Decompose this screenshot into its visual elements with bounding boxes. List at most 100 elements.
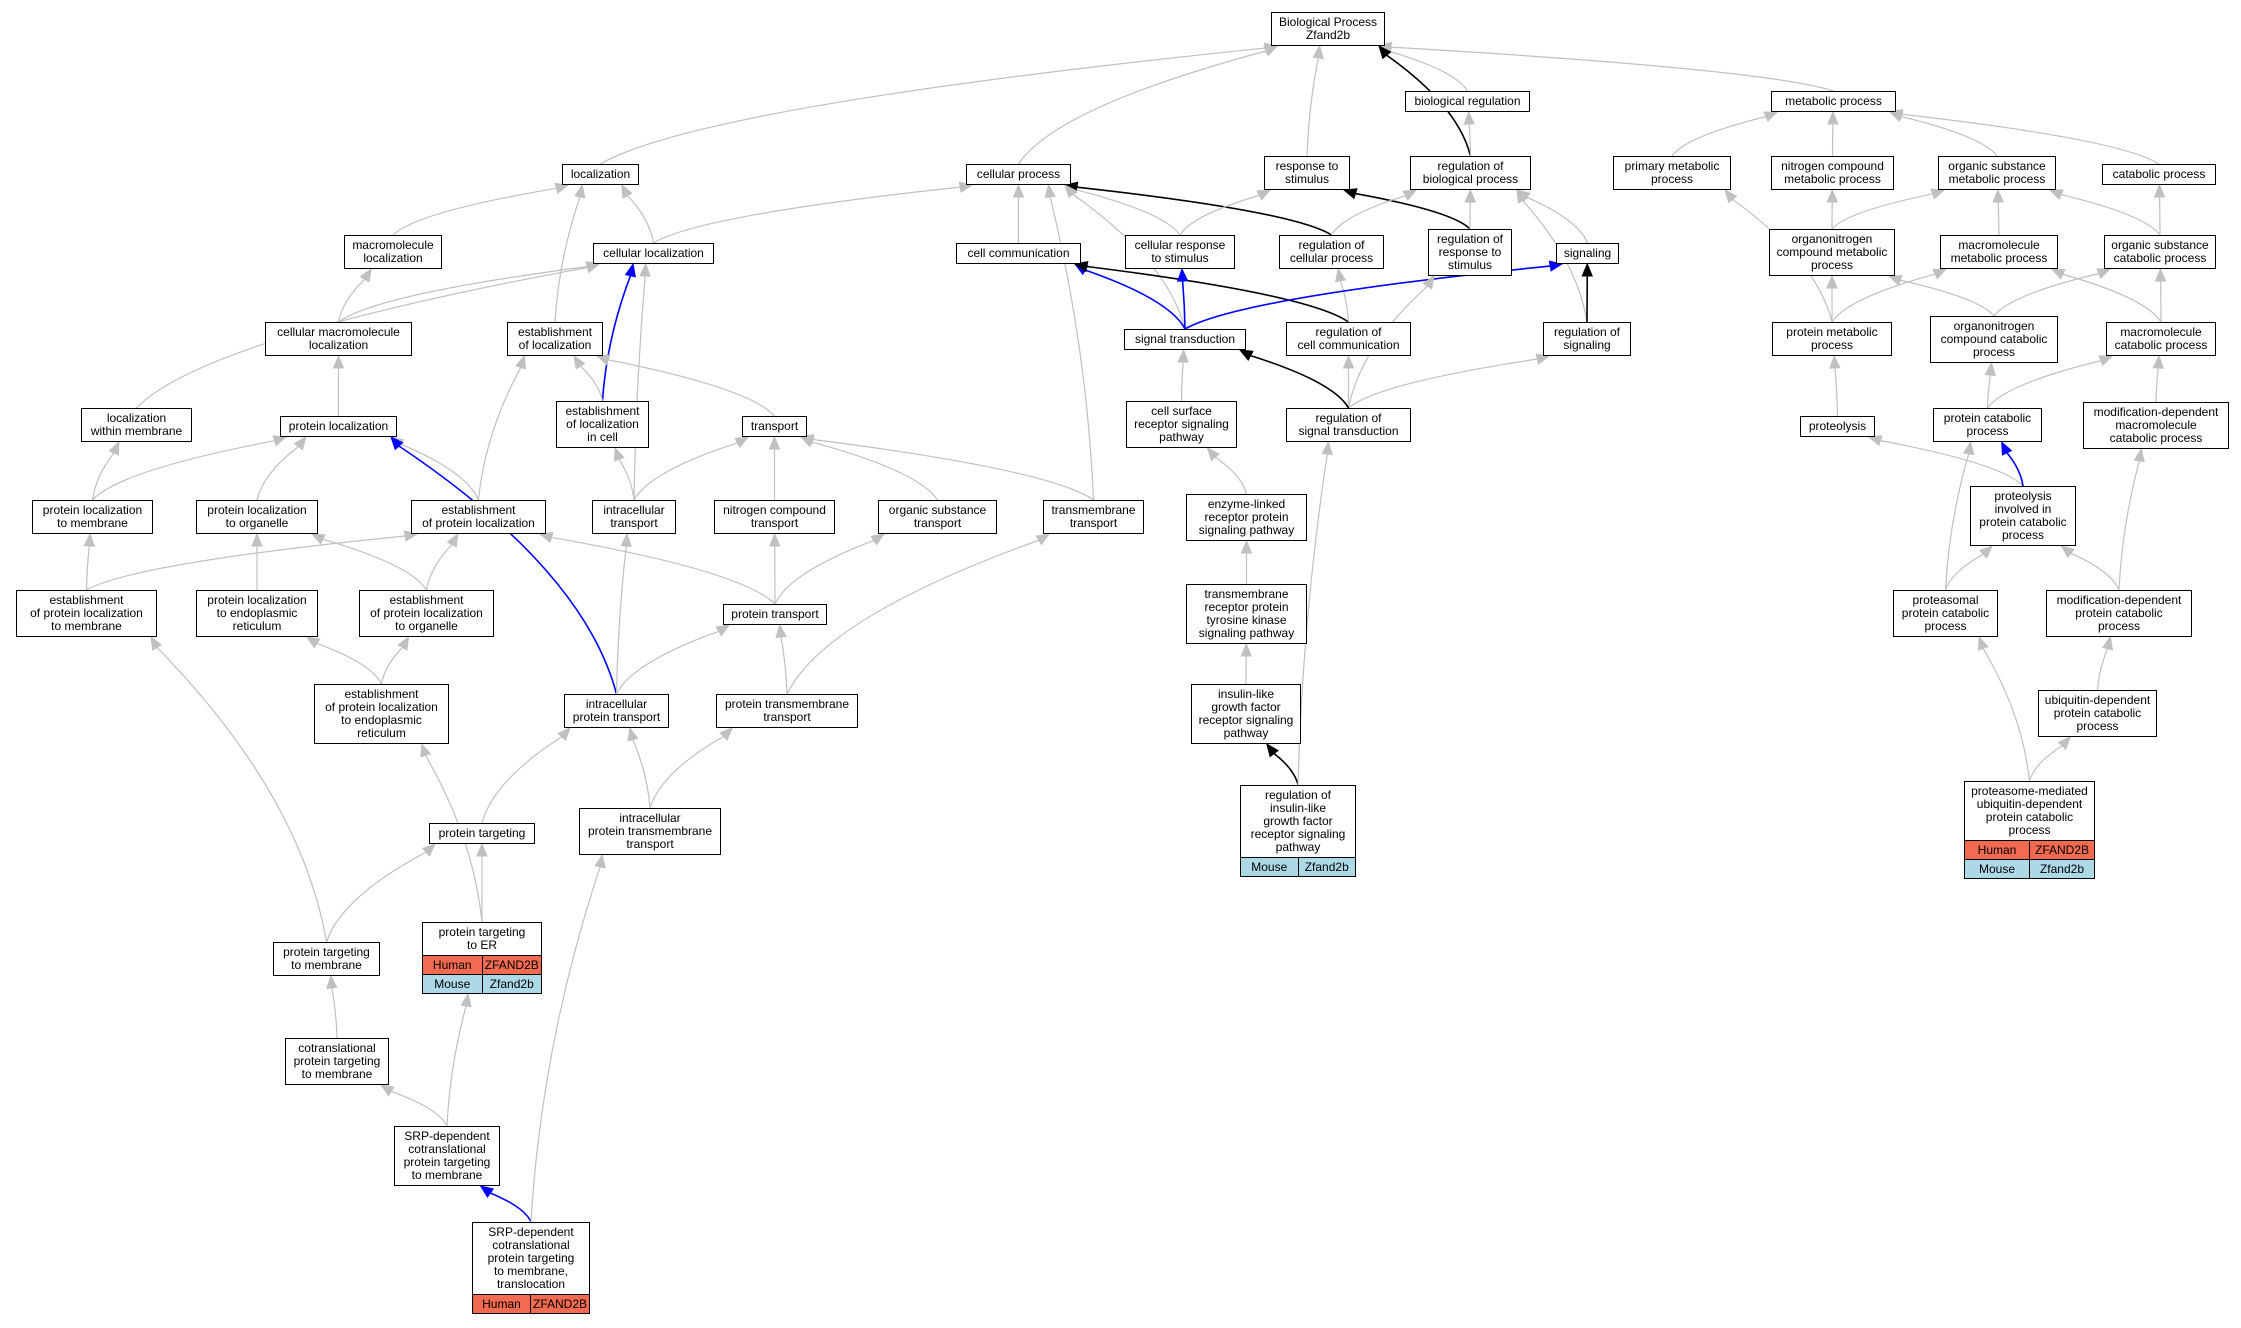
node-protlocmem: protein localization to membrane (32, 500, 153, 534)
node-label: cellular macromolecule localization (277, 325, 400, 352)
node-label: ubiquitin-dependent protein catabolic pr… (2044, 693, 2151, 733)
node-regbio: regulation of biological process (1410, 156, 1531, 190)
edge-intratrans-transport (633, 442, 738, 501)
arrowhead (624, 262, 636, 278)
arrowhead (1312, 44, 1324, 60)
node-label: macromolecule catabolic process (2114, 325, 2208, 352)
edge-regbio-bioreg (1468, 123, 1472, 157)
node-igf: insulin-like growth factor receptor sign… (1191, 684, 1301, 744)
arrowhead (1724, 188, 1738, 204)
node-label: protein targeting to membrane (283, 945, 370, 972)
node-intraprottrans: intracellular protein transport (564, 694, 669, 728)
edge-bioreg-root (1389, 50, 1469, 92)
node-label: primary metabolic process (1624, 159, 1720, 186)
node-loc: localization (562, 164, 639, 185)
node-label: biological regulation (1414, 94, 1521, 108)
edge-estprotloc-estloc (477, 367, 522, 501)
edge-orgsubtrans-transport (811, 441, 939, 501)
edge-prottrans-orgsubtrans (774, 539, 875, 605)
arrowhead (1177, 348, 1189, 363)
node-ubdep: ubiquitin-dependent protein catabolic pr… (2038, 690, 2157, 737)
edge-estlocincell-estloc (580, 365, 604, 402)
node-label: regulation of response to stimulus (1436, 232, 1504, 272)
arrowhead (420, 742, 432, 758)
node-label: proteolysis involved in protein cataboli… (1979, 489, 2067, 542)
edge-prottmtrans-prottrans (780, 636, 788, 695)
edge-macrocat-macromet (2062, 273, 2162, 323)
node-label: regulation of cellular process (1289, 238, 1374, 265)
edge-protlocorg-protloc (256, 446, 299, 501)
node-label: regulation of signaling (1553, 325, 1621, 352)
node-label: SRP-dependent cotranslational protein ta… (403, 1129, 491, 1182)
edge-orgsubcat-orgsubmet (2060, 193, 2161, 236)
arrowhead (1887, 275, 1903, 286)
node-estprotlocorg: establishment of protein localization to… (359, 590, 494, 637)
arrowhead (1867, 435, 1883, 447)
arrowhead (557, 727, 571, 742)
arrowhead (870, 533, 886, 546)
node-label: regulation of insulin-like growth factor… (1250, 788, 1346, 854)
arrowhead (359, 267, 372, 283)
arrowhead (2133, 447, 2145, 463)
arrowhead (573, 354, 586, 370)
edge-srptl-intraprottm (530, 866, 601, 1223)
node-enzlinked: enzyme-linked receptor protein signaling… (1186, 494, 1307, 541)
node-protinv: proteolysis involved in protein cataboli… (1970, 486, 2076, 546)
node-label: cellular process (976, 167, 1061, 181)
node-label: protein localization to membrane (42, 503, 143, 530)
node-label: establishment of protein localization to… (370, 593, 483, 633)
gene-cell: Zfand2b (481, 975, 541, 993)
node-protmet: protein metabolic process (1772, 322, 1892, 356)
edge-cellproc-root (1017, 50, 1267, 165)
arrowhead (594, 853, 606, 869)
node-label: proteasomal protein catabolic process (1901, 593, 1990, 633)
arrowhead (769, 532, 781, 547)
edge-sigtrans-cellresp (1181, 280, 1186, 330)
node-label: nitrogen compound metabolic process (1781, 159, 1884, 186)
edge-srptl-srp (490, 1192, 532, 1223)
edge-intraprottm-intraprottrans (632, 739, 651, 809)
node-label: establishment of protein localization to… (325, 687, 438, 740)
arrowhead (639, 262, 651, 277)
arrowhead (734, 436, 750, 449)
node-label: protein catabolic process (1943, 411, 2032, 438)
node-regsigtrans: regulation of signal transduction (1286, 408, 1411, 442)
node-label: establishment of protein localization (422, 503, 535, 530)
arrowhead (1240, 539, 1253, 554)
species-cell: Human (473, 1295, 530, 1313)
arrowhead (799, 434, 815, 446)
species-cell: Mouse (423, 975, 482, 993)
arrowhead (1263, 45, 1279, 57)
node-orgsubmet: organic substance metabolic process (1938, 156, 2056, 190)
edge-proteolysis-protmet (1834, 367, 1839, 417)
gene-cell: ZFAND2B (529, 1295, 589, 1313)
node-label: cell communication (967, 246, 1070, 260)
node-protcat: protein catabolic process (1933, 408, 2042, 442)
node-estprotloceer: establishment of protein localization to… (314, 684, 449, 744)
arrowhead (1827, 110, 1839, 125)
edge-estprotloceer-estprotlocorg (380, 646, 403, 685)
arrowhead (595, 354, 611, 366)
edge-estprotlocorg-estprotloc (425, 544, 453, 591)
arrowhead (1064, 184, 1078, 199)
node-label: enzyme-linked receptor protein signaling… (1198, 497, 1295, 537)
arrowhead (2152, 354, 2164, 369)
node-label: protein localization (288, 419, 389, 433)
edge-signaling-regbio (1526, 196, 1589, 244)
node-label: organonitrogen compound metabolic proces… (1776, 232, 1888, 272)
node-prottrans: protein transport (723, 604, 827, 625)
node-cellsurf: cell surface receptor signaling pathway (1126, 401, 1237, 448)
arrowhead (1826, 188, 1838, 203)
edge-regcell-regbio (1330, 195, 1406, 236)
edge-cellloc-loc (627, 195, 655, 244)
edge-intraprottm-prottmtrans (649, 735, 724, 809)
node-orgnitcat: organonitrogen compound catabolic proces… (1930, 316, 2058, 363)
node-label: protein localization to organelle (207, 503, 307, 530)
node-label: macromolecule metabolic process (1950, 238, 2048, 265)
node-estprotloc: establishment of protein localization (411, 500, 546, 534)
edge-cellmacroloc-macroloc (337, 278, 366, 323)
node-cellloc: cellular localization (593, 243, 714, 264)
edge-macromet-orgsubmet (1997, 201, 2000, 236)
